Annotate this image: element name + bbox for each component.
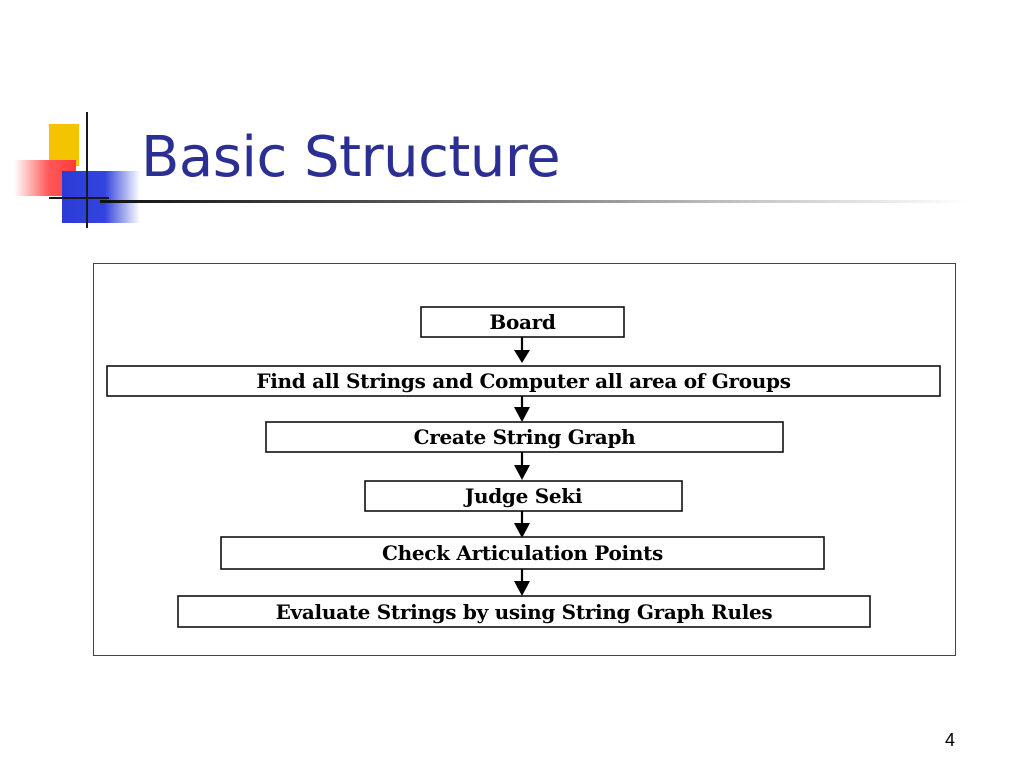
flow-step-find-strings: Find all Strings and Computer all area o…	[106, 365, 941, 397]
flow-step-label: Board	[489, 310, 556, 334]
flow-arrow	[514, 337, 530, 363]
flow-step-label: Check Articulation Points	[382, 541, 663, 565]
flow-arrow	[514, 396, 530, 422]
title-ornament	[0, 0, 150, 240]
flow-step-label: Find all Strings and Computer all area o…	[256, 369, 790, 393]
flow-step-check-articulation-points: Check Articulation Points	[220, 536, 825, 570]
flowchart-frame: Board Find all Strings and Computer all …	[93, 263, 956, 656]
title-underline	[100, 200, 970, 203]
flow-arrow	[514, 569, 530, 596]
flow-arrow	[514, 511, 530, 538]
flow-step-evaluate-strings: Evaluate Strings by using String Graph R…	[177, 595, 871, 628]
slide-title: Basic Structure	[141, 125, 561, 190]
flow-step-judge-seki: Judge Seki	[364, 480, 683, 512]
ornament-horizontal-line	[49, 197, 109, 199]
flow-step-label: Judge Seki	[463, 484, 583, 508]
flowchart: Board Find all Strings and Computer all …	[106, 306, 941, 628]
flow-arrow	[514, 452, 530, 480]
flow-step-label: Create String Graph	[414, 425, 637, 449]
ornament-yellow-square	[49, 124, 79, 166]
page-number: 4	[945, 730, 956, 750]
ornament-vertical-line	[86, 112, 88, 228]
flow-step-create-string-graph: Create String Graph	[265, 421, 784, 453]
flow-step-label: Evaluate Strings by using String Graph R…	[276, 600, 773, 624]
flow-step-board: Board	[420, 306, 625, 338]
